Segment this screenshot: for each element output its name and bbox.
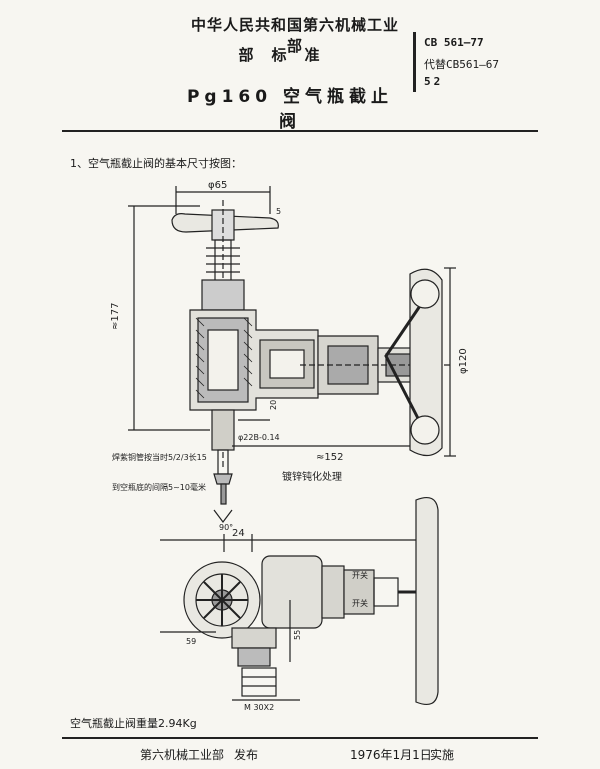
note-plating: 镀锌钝化处理	[282, 470, 342, 483]
standard-code-box: CB 561—77 代替CB561—67 52	[413, 32, 508, 92]
ministry-name: 中华人民共和国第六机械工业部	[190, 16, 399, 55]
dim-l152: ≈152	[316, 452, 343, 463]
standard-type: 部标准	[238, 46, 338, 64]
replaced-code: 代替CB561—67	[424, 58, 499, 71]
footer-issue: 发布	[234, 748, 259, 762]
dim-m30: M 30X2	[244, 703, 274, 712]
dim-d65: φ65	[208, 180, 227, 191]
dim-d120: φ120	[458, 348, 469, 374]
standard-code: CB 561—77	[424, 36, 484, 49]
dim-h177: ≈177	[110, 303, 121, 330]
dim-d22: φ22B-0.14	[238, 433, 280, 442]
footer-rule	[62, 737, 538, 739]
dim-d55: 55	[293, 630, 302, 640]
dim-d59: 59	[186, 637, 196, 646]
footer-implement: 实施	[430, 748, 455, 762]
clause-1: 1、空气瓶截止阀的基本尺寸按图：	[70, 157, 242, 170]
dim-d20: 20	[269, 400, 278, 410]
dim-d24: 24	[232, 528, 245, 539]
dim-d5: 5	[276, 207, 281, 216]
note-open-top: 开关	[352, 570, 368, 580]
footer-date: 1976年1月1日	[350, 748, 432, 762]
footer-org: 第六机械工业部	[140, 748, 225, 762]
note-copper-tube: 焊紫铜管按当时5/2/3长15	[112, 452, 207, 462]
page-number: 52	[424, 75, 444, 88]
document-title: Pg160 空气瓶截止阀	[186, 87, 394, 132]
note-fill-hole: 到空瓶底的间隔5~10毫米	[112, 482, 206, 492]
note-open-bottom: 开关	[352, 598, 368, 608]
dim-a90: 90°	[219, 523, 233, 532]
weight-note: 空气瓶截止阀重量2.94Kg	[70, 717, 197, 730]
header-rule	[62, 130, 538, 132]
